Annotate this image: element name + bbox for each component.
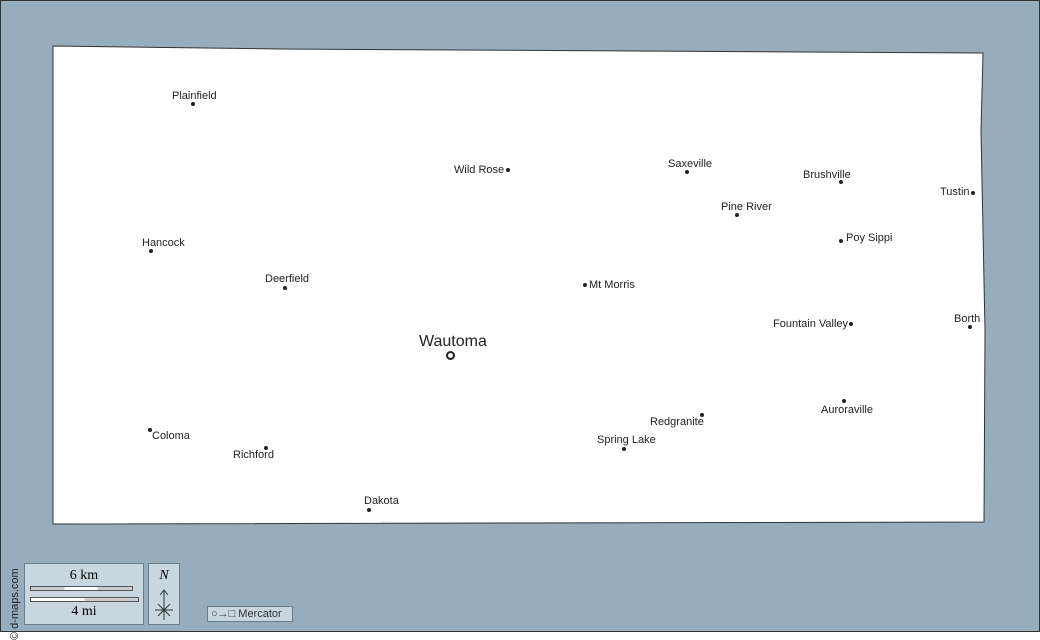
city-label: Mt Morris bbox=[589, 279, 635, 291]
city-dot bbox=[149, 249, 153, 253]
city-dot bbox=[283, 286, 287, 290]
credit: © d-maps.com bbox=[9, 568, 21, 640]
city-dot bbox=[622, 447, 626, 451]
scale-km-bar bbox=[30, 586, 133, 591]
city-label: Saxeville bbox=[668, 158, 713, 170]
city-dot bbox=[839, 180, 843, 184]
city-dot bbox=[839, 239, 843, 243]
city-label: Brushville bbox=[803, 169, 851, 181]
city-label: Poy Sippi bbox=[846, 232, 893, 244]
city-label: Plainfield bbox=[172, 90, 217, 102]
city-label: Redgranite bbox=[650, 416, 704, 428]
city-label: Wild Rose bbox=[454, 164, 505, 176]
city-dot bbox=[191, 102, 195, 106]
city-dot bbox=[264, 446, 268, 450]
county-seat-marker bbox=[446, 351, 455, 360]
city-dot bbox=[971, 191, 975, 195]
city-label: Borth bbox=[954, 313, 981, 325]
city-dot bbox=[849, 322, 853, 326]
city-dot bbox=[583, 283, 587, 287]
city-dot bbox=[367, 508, 371, 512]
city-label: Pine River bbox=[721, 201, 772, 213]
north-arrow: N bbox=[148, 563, 180, 625]
projection-icon: ○→□ bbox=[211, 608, 236, 620]
scale-mi-label: 4 mi bbox=[71, 604, 97, 619]
projection-label: Mercator bbox=[238, 608, 282, 620]
city-dot bbox=[735, 213, 739, 217]
county-seat-label: Wautoma bbox=[419, 333, 487, 350]
city-dot bbox=[685, 170, 689, 174]
north-label: N bbox=[159, 568, 169, 583]
scale-bar: 6 km 4 mi bbox=[24, 563, 144, 625]
city-dot bbox=[968, 325, 972, 329]
city-dot bbox=[700, 413, 704, 417]
city-label: Deerfield bbox=[265, 273, 310, 285]
compass-icon bbox=[155, 589, 173, 620]
city-label: Auroraville bbox=[821, 404, 873, 416]
city-label: Fountain Valley bbox=[773, 318, 849, 330]
city-dot bbox=[506, 168, 510, 172]
projection-box: ○→□Mercator bbox=[207, 606, 293, 622]
city-label: Richford bbox=[233, 449, 274, 461]
city-label: Coloma bbox=[152, 430, 190, 442]
scale-km-label: 6 km bbox=[69, 568, 99, 583]
scale-mi-bar bbox=[30, 597, 139, 602]
city-label: Tustin bbox=[940, 186, 970, 198]
city-label: Dakota bbox=[364, 495, 399, 507]
city-dot bbox=[842, 399, 846, 403]
city-dot bbox=[148, 428, 152, 432]
city-label: Hancock bbox=[142, 237, 185, 249]
city-label: Spring Lake bbox=[597, 434, 656, 446]
